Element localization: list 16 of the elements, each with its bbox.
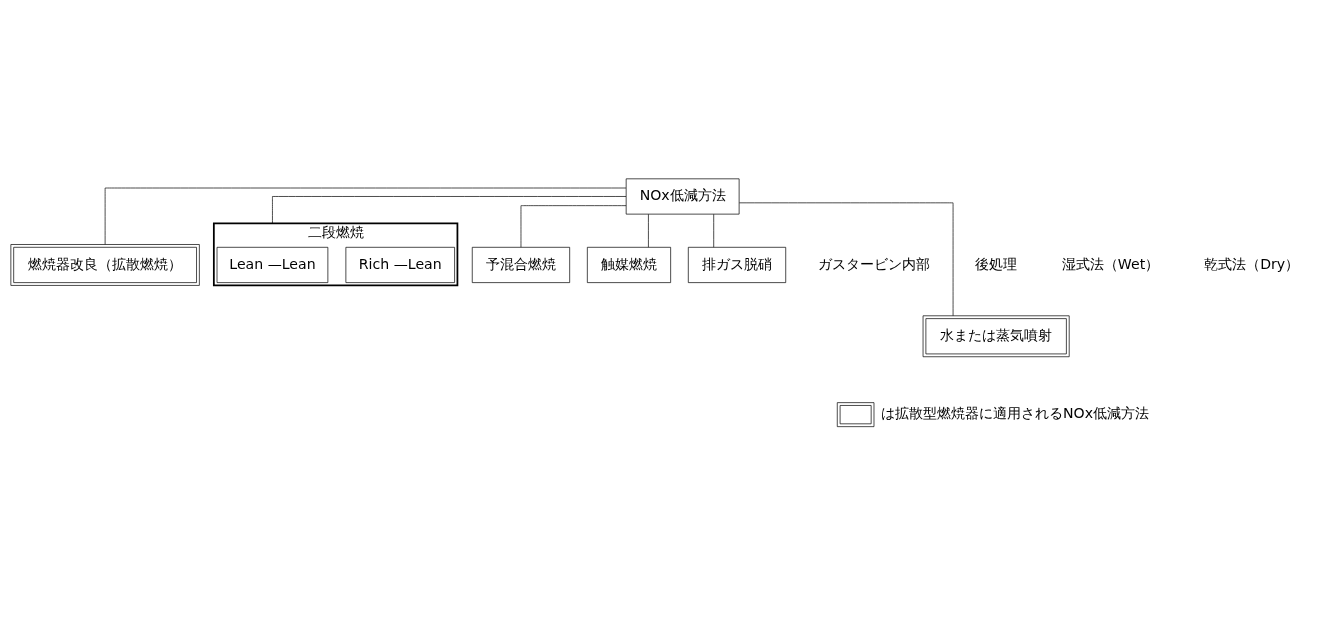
- connector: [104, 187, 627, 245]
- node-box: NOx低減方法: [625, 178, 740, 215]
- legend-label: は拡散型燃焼器に適用されるNOx低減方法: [881, 405, 1150, 422]
- connector: [272, 196, 627, 224]
- node-box: 予混合燃焼: [471, 246, 571, 283]
- connector: [648, 213, 649, 248]
- label: 乾式法（Dry）: [1204, 255, 1300, 272]
- connector: [520, 205, 627, 248]
- label: ガスタービン内部: [817, 255, 930, 272]
- label: 後処理: [975, 255, 1018, 272]
- connector: [713, 213, 715, 248]
- node-box: Lean —Lean: [216, 246, 329, 283]
- node-box: 触媒燃焼: [587, 246, 671, 283]
- label: 湿式法（Wet）: [1061, 255, 1160, 272]
- node-box: 排ガス脱硝: [687, 246, 787, 283]
- node-box: Rich —Lean: [345, 246, 455, 283]
